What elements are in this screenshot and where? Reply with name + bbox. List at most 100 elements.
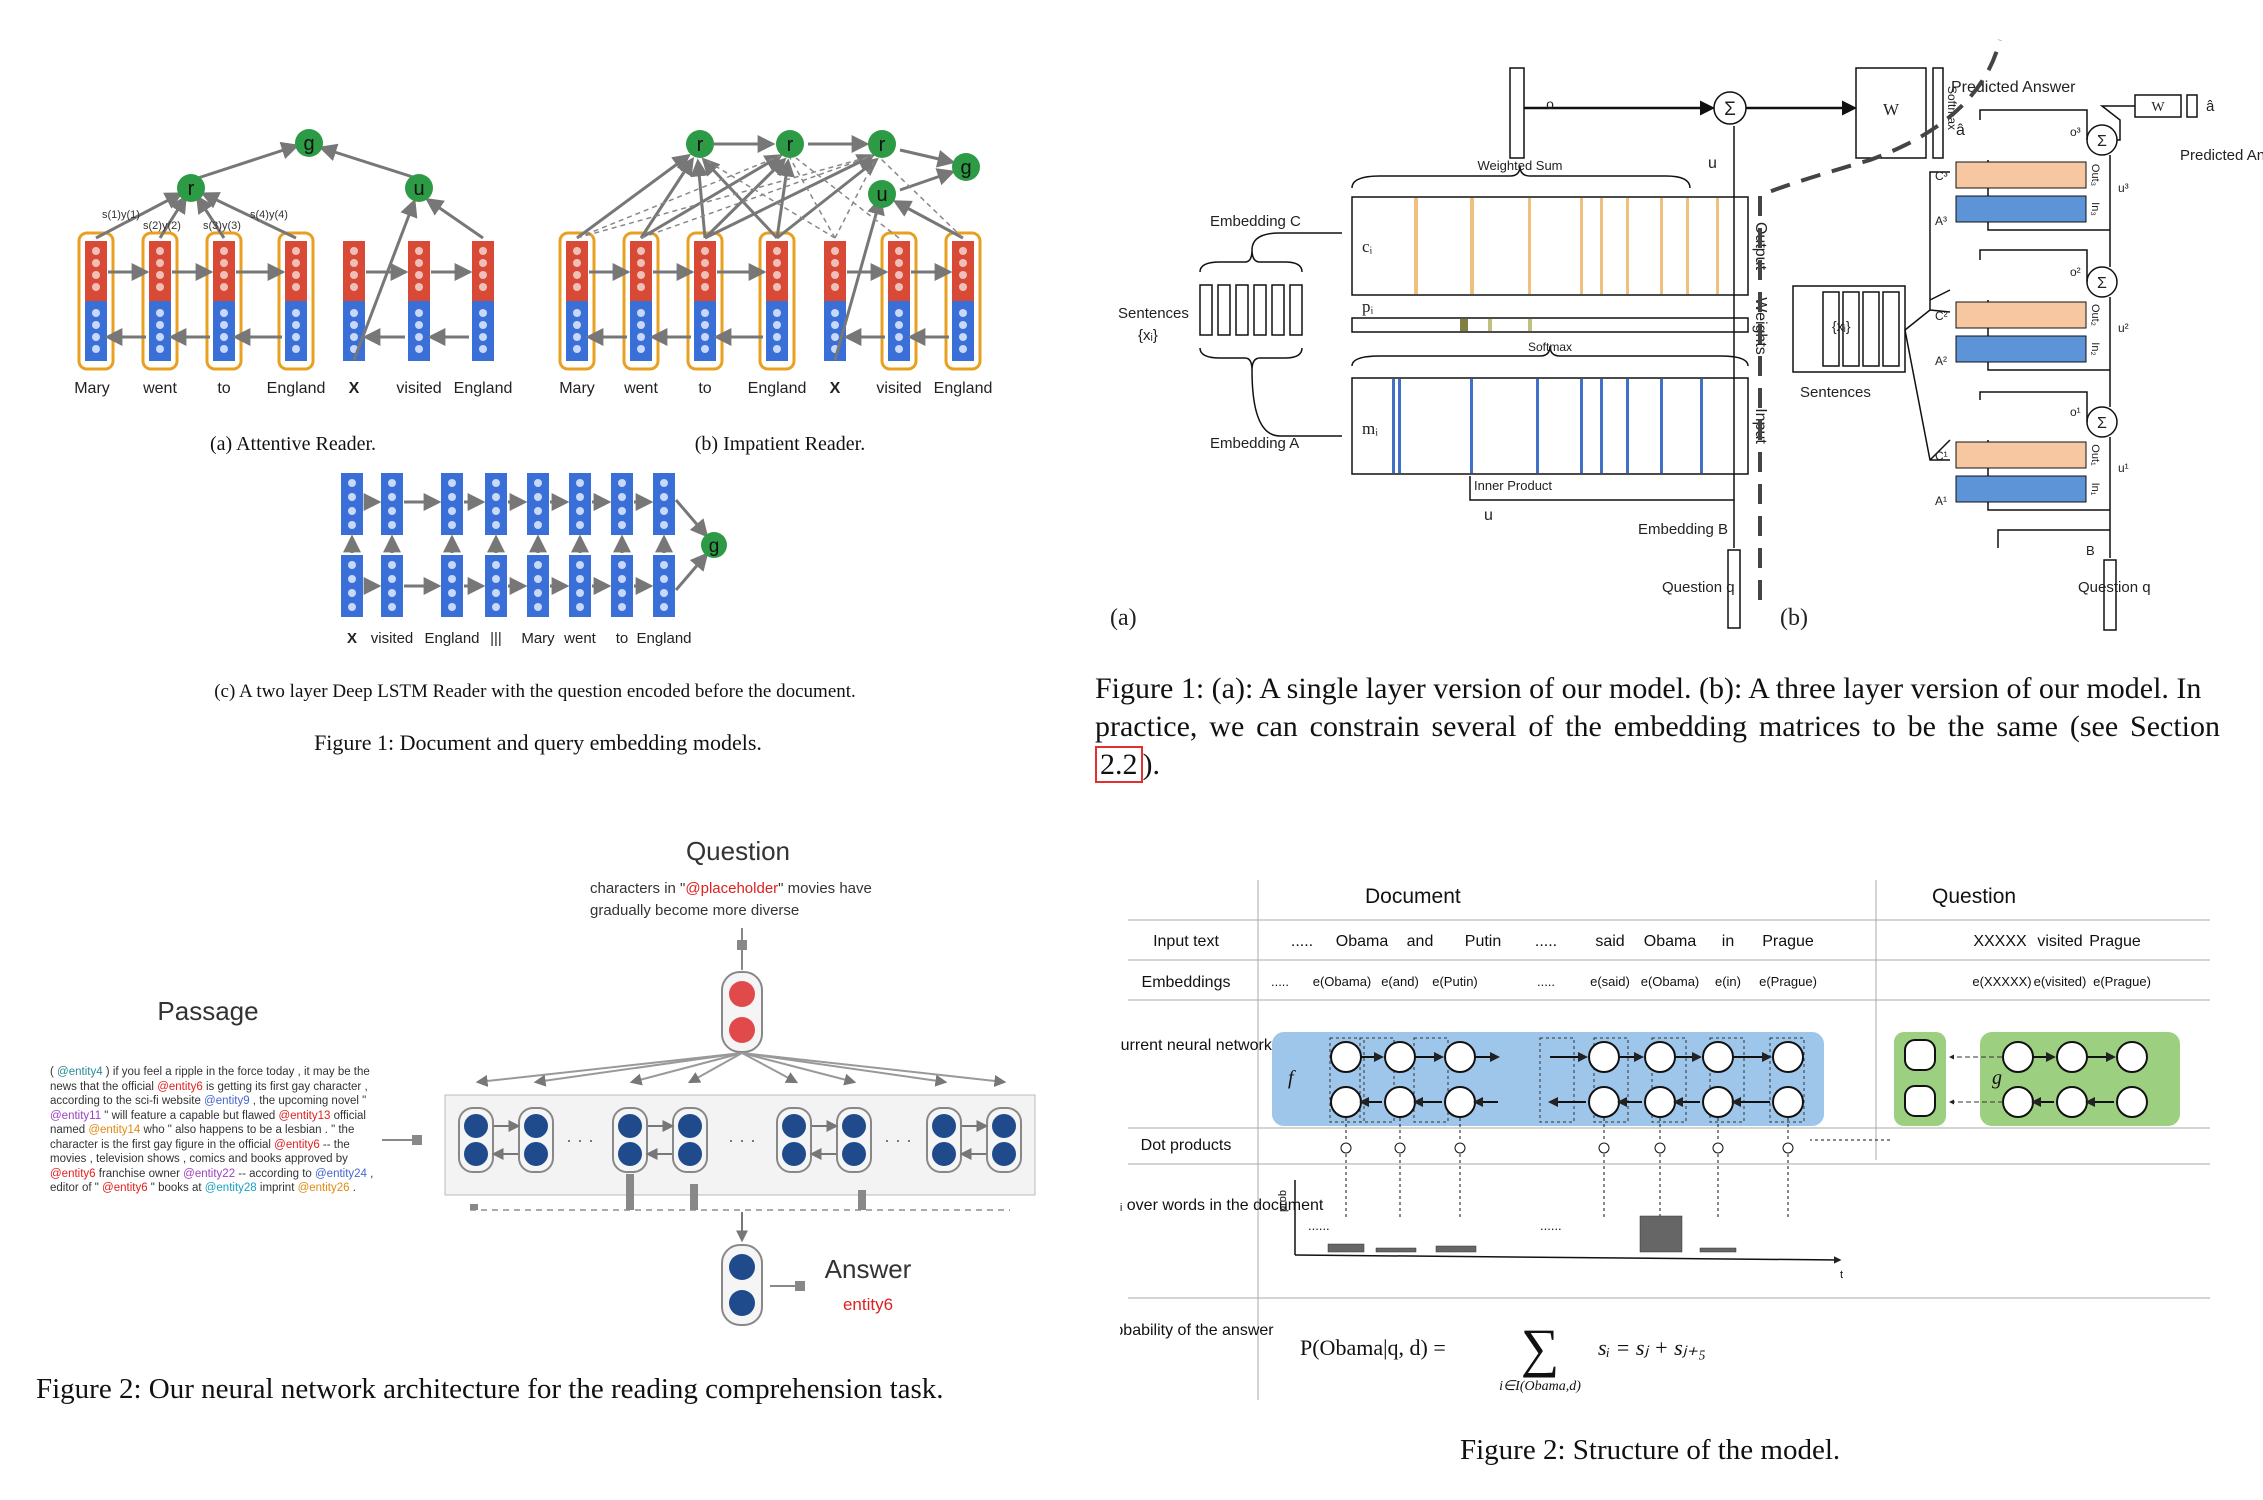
q-emb: e(XXXXX) xyxy=(1972,974,2031,989)
section-ref-link[interactable]: 2.2 xyxy=(1095,746,1143,783)
doc-word: Prague xyxy=(1762,933,1814,950)
caption-line-2-text: practice, we can constrain several of th… xyxy=(1095,710,2220,743)
passage-fragment: " will feature a capable but flawed xyxy=(101,1109,279,1122)
dots-2: ...... xyxy=(1540,1218,1562,1233)
question-header: Question xyxy=(1932,885,2016,908)
ellipsis: · · · xyxy=(884,1130,912,1150)
node-r: r xyxy=(879,134,886,156)
a3: A³ xyxy=(1935,214,1947,228)
row-prob: Probability of the answer xyxy=(1120,1322,1274,1339)
doc-emb: e(Obama) xyxy=(1641,974,1700,989)
node-r: r xyxy=(787,134,794,156)
subcaption-c: (c) A two layer Deep LSTM Reader with th… xyxy=(214,681,856,702)
w-b: W xyxy=(2151,100,2165,115)
c3: C³ xyxy=(1935,169,1948,183)
entity-token: @entity22 xyxy=(183,1167,236,1180)
entity-token: @entity28 xyxy=(204,1182,257,1194)
doc-emb: e(in) xyxy=(1715,974,1741,989)
caption-line-1: Figure 1: (a): A single layer version of… xyxy=(1095,672,2202,705)
doc-word: Obama xyxy=(1336,933,1389,950)
figure-caption-1a: Figure 1: Document and query embedding m… xyxy=(314,730,762,755)
entity-token: @entity11 xyxy=(50,1109,102,1122)
as-reader-diagram: Document Question Input text Embeddings … xyxy=(1120,880,2210,1400)
question-text-post: " movies have xyxy=(778,880,872,897)
score-4: s(4)y(4) xyxy=(250,209,288,221)
word: visited xyxy=(876,380,921,397)
word: X xyxy=(830,380,841,397)
score-3: s(3)y(3) xyxy=(203,220,241,232)
passage-fragment: ( xyxy=(50,1066,58,1078)
entity-token: @entity6 xyxy=(157,1080,203,1093)
attentive-reader: r u g s(1)y(1) s(2)y(2) s(3)y(3) s(4)y(4… xyxy=(74,129,512,397)
passage-fragment: franchise owner xyxy=(95,1167,184,1180)
word: visited xyxy=(396,380,441,397)
a-hat: â xyxy=(1956,122,1965,139)
doc-word: ..... xyxy=(1535,933,1557,950)
node-r: r xyxy=(188,178,195,200)
node-r: r xyxy=(697,134,704,156)
part-a: (a) xyxy=(1110,605,1137,631)
sum-symbol: Σ xyxy=(1724,99,1736,120)
deep-lstm-reader: g X visited England ||| Mary went to Eng… xyxy=(341,473,727,647)
doc-emb: e(and) xyxy=(1381,974,1419,989)
doc-word: Putin xyxy=(1465,933,1501,950)
row-embeddings: Embeddings xyxy=(1142,974,1231,991)
question-text-2: gradually become more diverse xyxy=(590,902,799,919)
passage-fragment: -- according to xyxy=(235,1167,315,1180)
o2: o² xyxy=(2070,265,2081,279)
g-label: g xyxy=(1992,1067,2002,1089)
word: Mary xyxy=(559,380,595,397)
t-axis: t xyxy=(1840,1269,1843,1281)
part-b: (b) xyxy=(1780,605,1808,631)
passage-fragment: is getting its first gay character , acc… xyxy=(50,1080,368,1108)
label-o: o xyxy=(1546,96,1554,112)
c1: C¹ xyxy=(1935,449,1948,463)
row-rnn: Recurrent neural networks xyxy=(1120,1037,1280,1054)
word: England xyxy=(424,630,479,647)
xi-b: {xᵢ} xyxy=(1832,318,1851,334)
caption-line-2: practice, we can constrain several of th… xyxy=(1095,708,2220,784)
q-word: XXXXX xyxy=(1973,933,2027,950)
word: England xyxy=(748,380,807,397)
answer-title: Answer xyxy=(825,1254,912,1284)
a1: A¹ xyxy=(1935,494,1947,508)
entity-token: @entity6 xyxy=(274,1138,320,1151)
word: X xyxy=(347,630,357,647)
word: to xyxy=(616,630,629,647)
question-text-pre: characters in " xyxy=(590,880,685,897)
b-label: B xyxy=(2086,543,2095,558)
label-w: W xyxy=(1883,100,1900,119)
doc-emb: e(Obama) xyxy=(1313,974,1372,989)
score-2: s(2)y(2) xyxy=(143,220,181,232)
doc-word: Obama xyxy=(1644,933,1697,950)
entity-token: @entity6 xyxy=(50,1167,96,1180)
figure-caption-2b: Figure 2: Structure of the model. xyxy=(1460,1434,1841,1466)
ellipsis: · · · xyxy=(728,1130,756,1150)
out-2: Out₂ xyxy=(2089,304,2101,326)
question-label: Question q xyxy=(1662,579,1735,596)
subcaption-b: (b) Impatient Reader. xyxy=(695,433,866,455)
entity-token: @entity14 xyxy=(88,1124,141,1136)
weighted-sum: Weighted Sum xyxy=(1477,158,1562,173)
f-label: f xyxy=(1288,1067,1296,1089)
word: to xyxy=(698,380,711,397)
passage-fragment: official named xyxy=(50,1109,366,1137)
caption-end: ). xyxy=(1142,748,1161,781)
doc-word: and xyxy=(1407,933,1434,950)
doc-word: ..... xyxy=(1291,933,1313,950)
document-header: Document xyxy=(1365,885,1461,908)
passage-fragment: . xyxy=(349,1182,356,1194)
sum-2: Σ xyxy=(2097,275,2107,292)
passage-fragment: , editor of " xyxy=(50,1167,374,1195)
in-3: In₃ xyxy=(2089,202,2101,216)
row-input-text: Input text xyxy=(1153,933,1219,950)
word: England xyxy=(636,630,691,647)
embedding-b: Embedding B xyxy=(1638,521,1728,538)
node-g: g xyxy=(960,157,971,179)
entity-token: @entity4 xyxy=(57,1066,103,1078)
prob-axis: prob xyxy=(1277,1190,1289,1212)
score-1: s(1)y(1) xyxy=(102,209,140,221)
passage-fragment: , the upcoming novel " xyxy=(249,1095,367,1107)
predicted-answer: Predicted Answer xyxy=(1951,79,2076,96)
word: went xyxy=(563,630,597,647)
